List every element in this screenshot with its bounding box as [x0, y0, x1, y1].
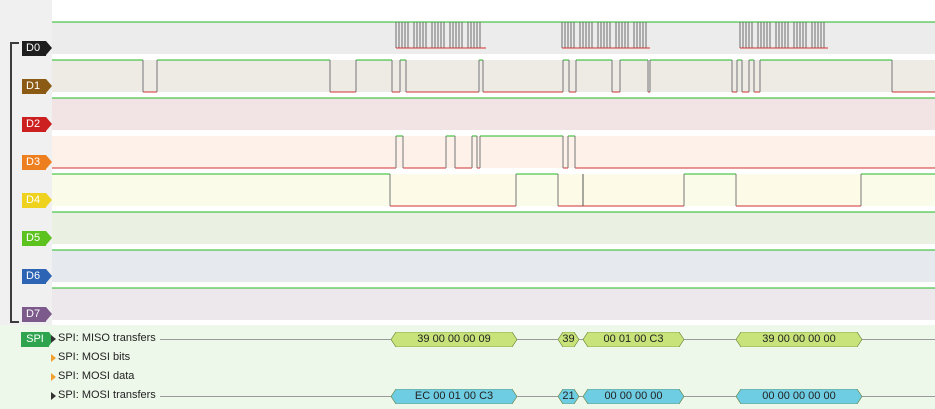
mosi-transfer-pill[interactable]: 00 00 00 00 00	[736, 389, 862, 404]
miso-transfer-pill[interactable]: 39 00 00 00 09	[391, 332, 517, 347]
channel-band-d5	[52, 212, 935, 244]
channel-label-d0[interactable]: D0	[22, 41, 52, 56]
expand-arrow-icon[interactable]	[51, 392, 56, 400]
miso-transfer-pill[interactable]: 00 01 00 C3	[583, 332, 684, 347]
channel-label-d1[interactable]: D1	[22, 79, 52, 94]
decoder-row-mosi-bits[interactable]: SPI: MOSI bits	[0, 349, 935, 368]
wave-fill	[392, 175, 516, 205]
expand-arrow-icon[interactable]	[51, 335, 56, 343]
decoder-row-mosi-data[interactable]: SPI: MOSI data	[0, 368, 935, 387]
channel-label-d7[interactable]: D7	[22, 307, 52, 322]
miso-transfer-pill[interactable]: 39 00 00 00 00	[736, 332, 862, 347]
expand-arrow-icon[interactable]	[51, 373, 56, 381]
wave-fill	[737, 175, 861, 205]
channel-label-d2[interactable]: D2	[22, 117, 52, 132]
wave-fill	[558, 175, 684, 205]
decoder-row-label: SPI: MOSI transfers	[58, 389, 156, 401]
channel-band-d3	[52, 136, 935, 168]
mosi-transfer-pill[interactable]: 21	[558, 389, 579, 404]
channel-label-d5[interactable]: D5	[22, 231, 52, 246]
decoder-row-label: SPI: MOSI bits	[58, 351, 131, 363]
miso-baseline	[160, 339, 935, 340]
channel-label-d4[interactable]: D4	[22, 193, 52, 208]
miso-transfer-pill[interactable]: 39	[558, 332, 579, 347]
decoder-row-label: SPI: MISO transfers	[58, 332, 156, 344]
decoder-row-miso-transfers[interactable]: SPI: MISO transfers	[0, 330, 935, 349]
channel-band-d6	[52, 250, 935, 282]
channel-label-d6[interactable]: D6	[22, 269, 52, 284]
mosi-transfer-pill[interactable]: EC 00 01 00 C3	[391, 389, 517, 404]
mosi-baseline	[160, 396, 935, 397]
channel-group-bracket	[10, 42, 19, 323]
channel-band-d7	[52, 288, 935, 320]
expand-arrow-icon[interactable]	[51, 354, 56, 362]
waveform-area	[52, 21, 935, 320]
channel-band-d1	[52, 60, 935, 92]
channel-label-d3[interactable]: D3	[22, 155, 52, 170]
channel-band-d2	[52, 98, 935, 130]
mosi-transfer-pill[interactable]: 00 00 00 00	[583, 389, 684, 404]
decoder-row-mosi-transfers[interactable]: SPI: MOSI transfers	[0, 387, 935, 406]
decoder-row-label: SPI: MOSI data	[58, 370, 135, 382]
